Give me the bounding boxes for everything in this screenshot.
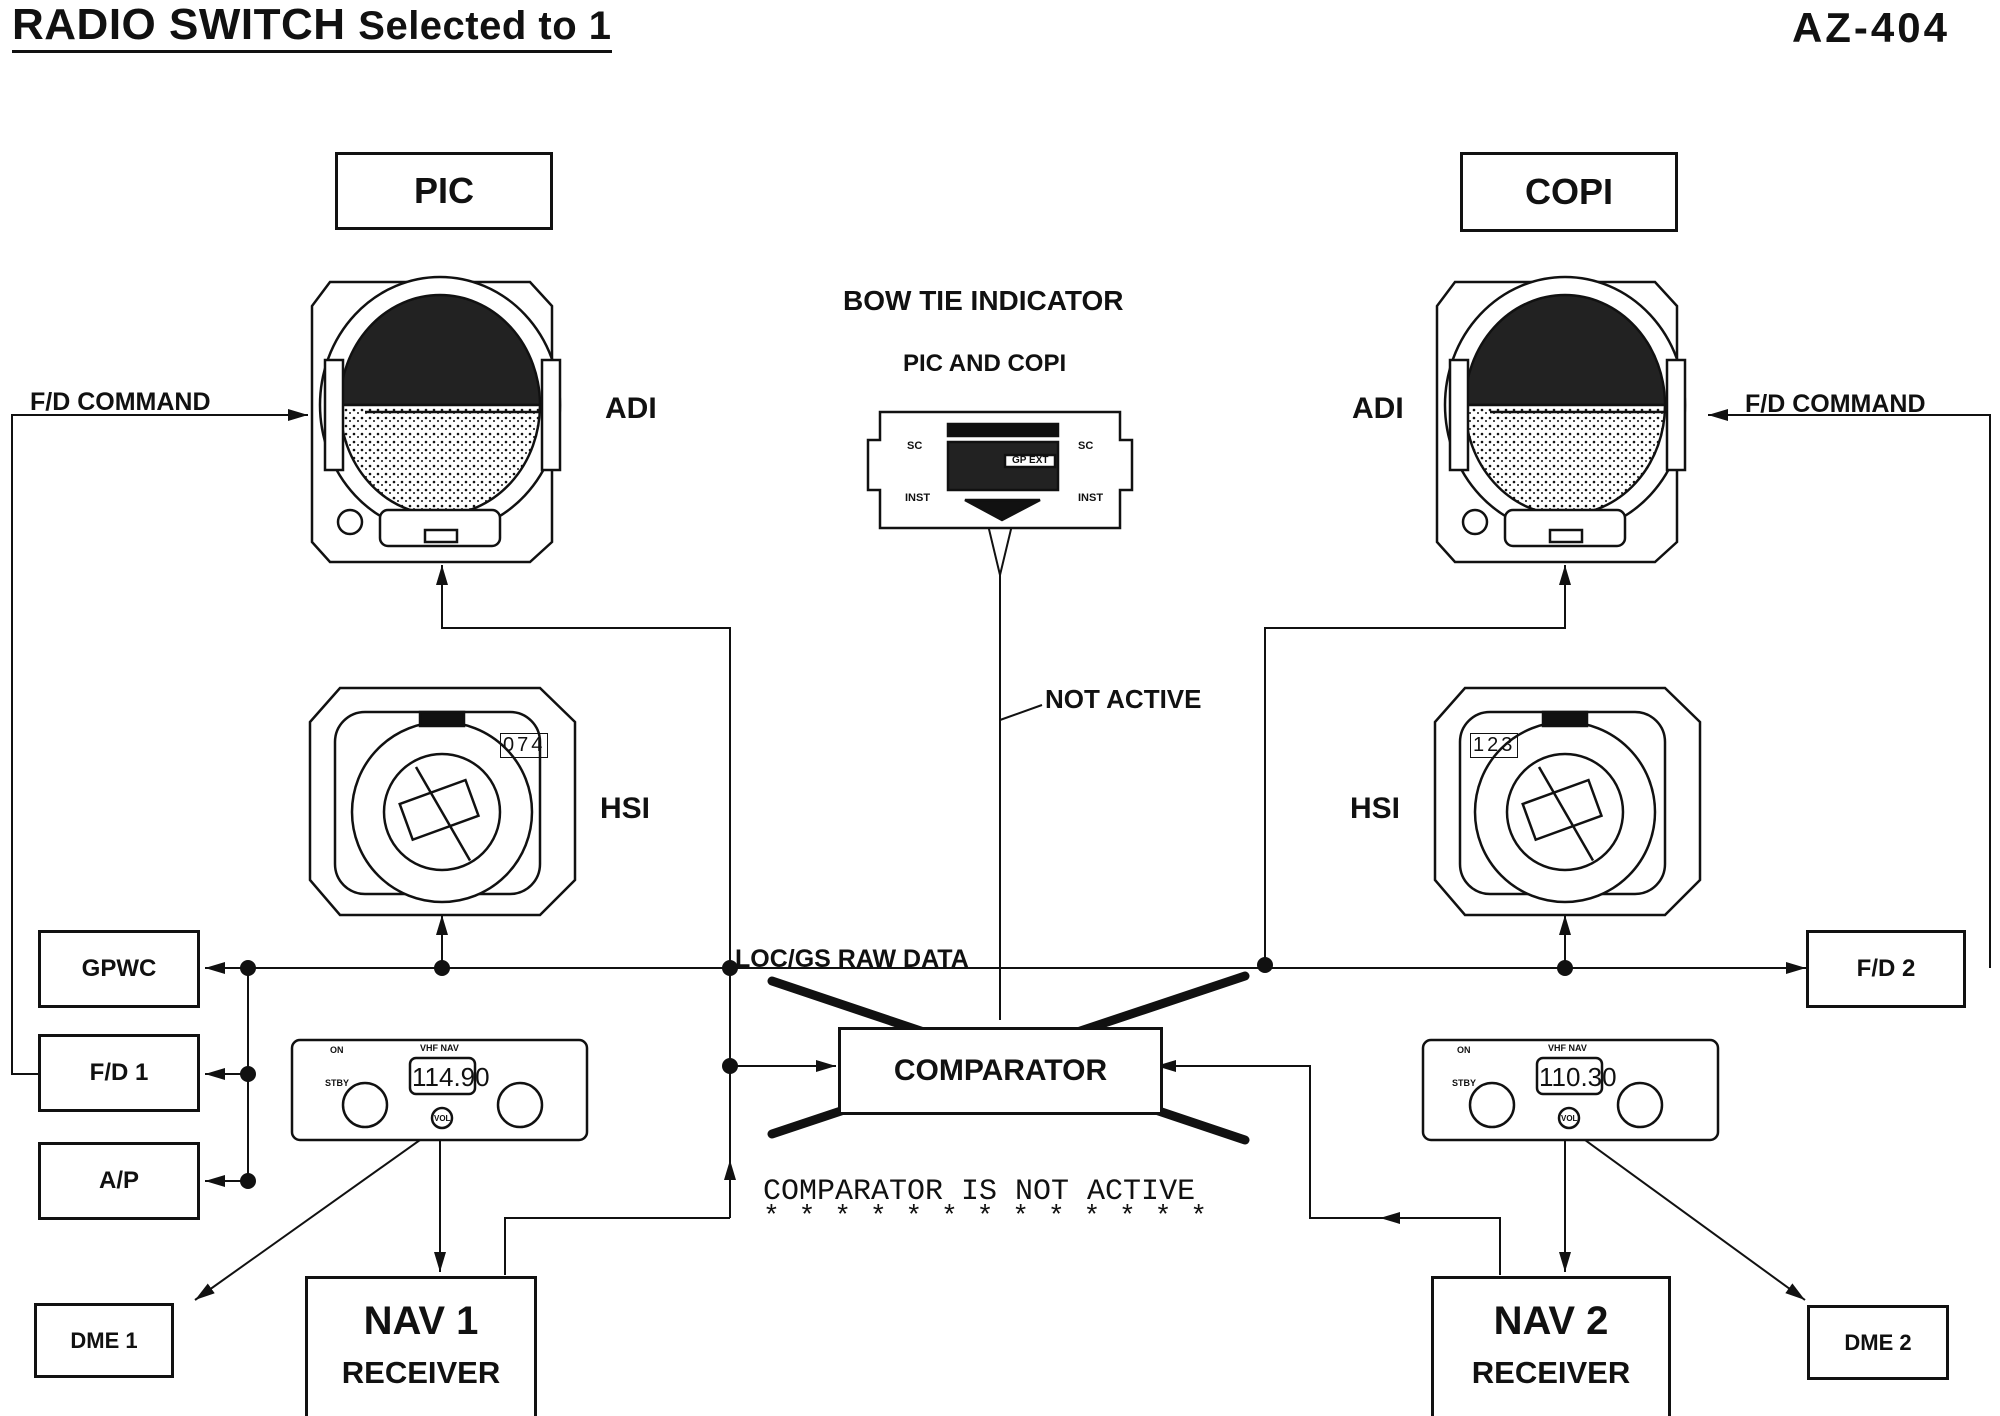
junction-dot bbox=[1257, 957, 1273, 973]
nav1-receiver-title: NAV 1 bbox=[363, 1299, 479, 1343]
fd-command-pic-line bbox=[11, 409, 308, 1075]
copi-station-box: COPI bbox=[1460, 152, 1678, 232]
comparator-label: COMPARATOR bbox=[893, 1054, 1108, 1087]
copi-label: COPI bbox=[1524, 171, 1613, 212]
copi-hsi-dme1-readout: 123 bbox=[1470, 733, 1519, 758]
copi-hsi-label: HSI bbox=[1350, 792, 1401, 825]
pic-hsi-label: HSI bbox=[600, 792, 651, 825]
pic-station-box: PIC bbox=[335, 152, 553, 230]
dme1-label: DME 1 bbox=[70, 1327, 138, 1353]
bow-tie-title: BOW TIE INDICATOR bbox=[843, 285, 1124, 316]
junction-dot bbox=[722, 1058, 738, 1074]
pic-fd-command-label: F/D COMMAND bbox=[30, 388, 211, 416]
copi-adi-label: ADI bbox=[1352, 392, 1404, 425]
nav1-control-panel bbox=[290, 1038, 589, 1142]
nav2-control-panel bbox=[1421, 1038, 1720, 1142]
comparator-box: COMPARATOR bbox=[838, 1027, 1163, 1115]
nav1-header: VHF NAV bbox=[420, 1043, 459, 1053]
loc-gs-bus-label: LOC/GS RAW DATA bbox=[735, 945, 969, 973]
junction-dot bbox=[240, 1066, 256, 1082]
dme1-box: DME 1 bbox=[34, 1303, 174, 1378]
junction-dot bbox=[1557, 960, 1573, 976]
nav1-receiver-subtitle: RECEIVER bbox=[341, 1355, 501, 1390]
gpwc-box: GPWC bbox=[38, 930, 200, 1008]
fd2-label: F/D 2 bbox=[1856, 955, 1916, 982]
comparator-status-stars: * * * * * * * * * * * * * bbox=[763, 1202, 1209, 1233]
pic-adi-label: ADI bbox=[605, 392, 657, 425]
fd1-box: F/D 1 bbox=[38, 1034, 200, 1112]
nav2-receiver-subtitle: RECEIVER bbox=[1471, 1355, 1631, 1390]
nav1-stby-label: STBY bbox=[325, 1078, 350, 1088]
gpwc-label: GPWC bbox=[81, 955, 157, 982]
pic-adi-instrument bbox=[310, 275, 562, 564]
fd1-label: F/D 1 bbox=[89, 1059, 149, 1086]
pic-label: PIC bbox=[413, 170, 474, 211]
junction-dot bbox=[722, 960, 738, 976]
bow-tie-right-inst: INST bbox=[1078, 492, 1104, 504]
nav1-vol-label: VOL bbox=[434, 1114, 451, 1123]
dme2-box: DME 2 bbox=[1807, 1305, 1949, 1380]
title-main: RADIO SWITCH bbox=[12, 0, 346, 49]
page-title: RADIO SWITCH Selected to 1 bbox=[12, 0, 612, 54]
bow-tie-left-sc: SC bbox=[907, 440, 923, 452]
bow-tie-left-inst: INST bbox=[905, 492, 931, 504]
comparator-status-text: COMPARATOR IS NOT ACTIVE bbox=[763, 1175, 1196, 1209]
fd2-box: F/D 2 bbox=[1806, 930, 1966, 1008]
fd-command-copi-line bbox=[1708, 409, 1991, 968]
bow-tie-not-active-label: NOT ACTIVE bbox=[1045, 684, 1202, 714]
document-id: AZ-404 bbox=[1791, 4, 1950, 51]
junction-dot bbox=[240, 1173, 256, 1189]
copi-fd-command-label: F/D COMMAND bbox=[1745, 390, 1926, 418]
nav2-freq-display: 110.30 bbox=[1539, 1062, 1617, 1092]
nav1-on-label: ON bbox=[330, 1045, 344, 1055]
nav2-header: VHF NAV bbox=[1548, 1043, 1587, 1053]
nav2-vol-label: VOL bbox=[1561, 1114, 1578, 1123]
nav1-freq-display: 114.90 bbox=[412, 1062, 490, 1092]
nav1-receiver-box: NAV 1 RECEIVER bbox=[305, 1276, 537, 1416]
copi-adi-instrument bbox=[1435, 275, 1687, 564]
ap-box: A/P bbox=[38, 1142, 200, 1220]
title-sub: Selected to 1 bbox=[358, 4, 612, 48]
junction-dot bbox=[240, 960, 256, 976]
nav2-receiver-box: NAV 2 RECEIVER bbox=[1431, 1276, 1671, 1416]
bow-tie-gp-ext: GP EXT bbox=[1012, 455, 1049, 466]
nav2-receiver-title: NAV 2 bbox=[1493, 1299, 1609, 1343]
nav2-on-label: ON bbox=[1457, 1045, 1471, 1055]
junction-dot bbox=[434, 960, 450, 976]
nav2-stby-label: STBY bbox=[1452, 1078, 1477, 1088]
bow-tie-indicator bbox=[866, 410, 1134, 530]
ap-label: A/P bbox=[98, 1167, 139, 1194]
copi-hsi-instrument bbox=[1433, 686, 1702, 917]
pic-hsi-instrument bbox=[308, 686, 577, 917]
bow-tie-subtitle: PIC AND COPI bbox=[903, 350, 1067, 377]
pic-hsi-dme2-readout: 074 bbox=[500, 733, 549, 758]
dme2-label: DME 2 bbox=[1844, 1329, 1912, 1355]
bow-tie-right-sc: SC bbox=[1078, 440, 1094, 452]
